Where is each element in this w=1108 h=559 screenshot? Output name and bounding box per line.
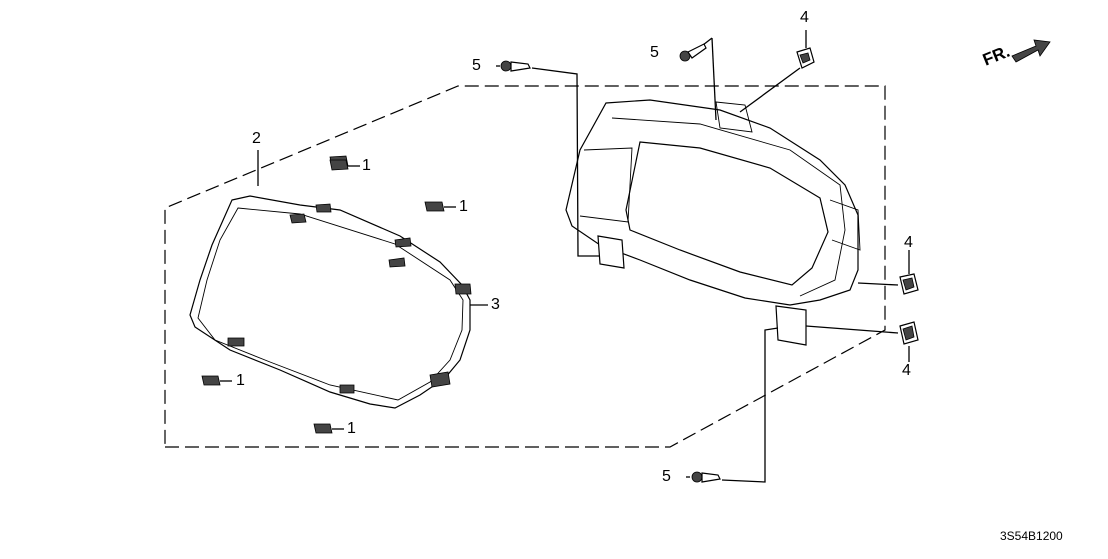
meter-assembly [565,99,861,346]
lens-cover [189,155,472,409]
callout-5: 5 [472,57,481,74]
clip-1-group [201,159,456,434]
leader-4-mid [857,282,899,286]
callout-1: 1 [347,420,356,437]
drawing-code: 3S54B1200 [1000,529,1063,543]
screw-5-bottom [691,471,721,483]
leader-5-top [711,37,717,121]
clip-nut-4-top [796,47,815,69]
assembly-boundary [164,85,886,448]
callout-1: 1 [236,372,245,389]
callout-2: 2 [252,130,261,147]
clip-nut-4-mid [899,273,919,295]
leader-4-low [805,325,899,334]
callout-4: 4 [800,9,809,26]
leader-5-left [531,67,600,257]
callout-1: 1 [362,157,371,174]
leader-4-top-b [739,67,801,113]
callout-3: 3 [491,296,500,313]
callout-4: 4 [904,234,913,251]
callout-5: 5 [650,44,659,61]
callout-5: 5 [662,468,671,485]
clip-nut-4-low [899,321,919,345]
callout-1: 1 [459,198,468,215]
callout-4: 4 [902,362,911,379]
screw-5-left [500,60,531,72]
front-arrow-icon [1011,39,1051,63]
leader-5-bottom [721,327,779,483]
screw-5-top [679,43,707,62]
